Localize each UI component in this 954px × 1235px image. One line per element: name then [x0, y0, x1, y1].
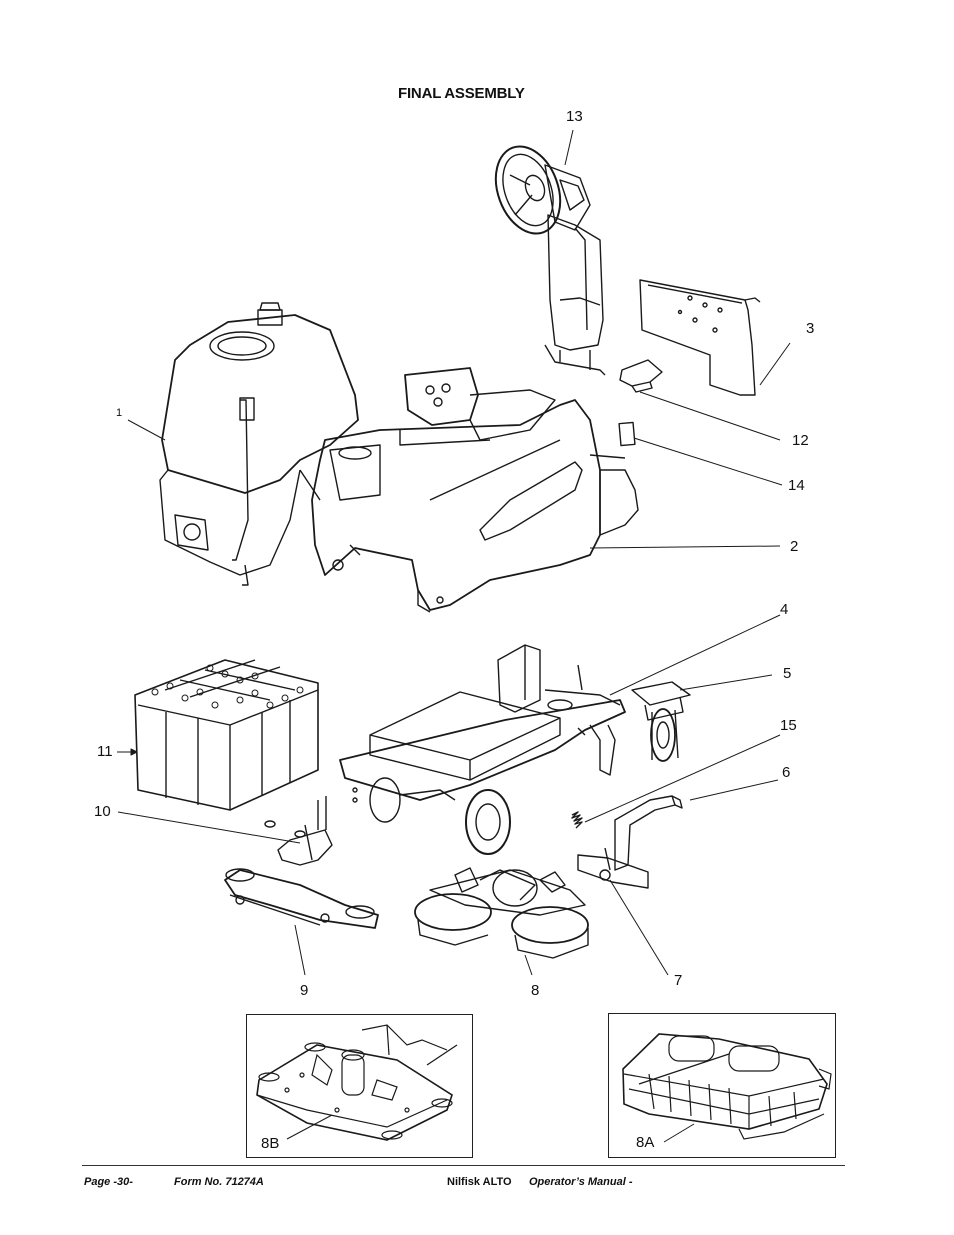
squeegee-arm-bracket	[577, 795, 683, 889]
callout-1: 1	[116, 407, 123, 419]
decal-label	[618, 421, 636, 447]
callout-8a: 8A	[636, 1134, 655, 1151]
callout-12: 12	[792, 432, 809, 449]
electrical-panel	[639, 279, 761, 396]
caster-wheel	[631, 681, 691, 762]
callout-10: 10	[94, 803, 111, 820]
main-body-chassis	[311, 367, 639, 613]
footer-page-number: Page -30-	[84, 1176, 133, 1188]
callout-9: 9	[300, 982, 309, 999]
mounting-hardware	[264, 796, 333, 866]
footer-brand: Nilfisk ALTO	[447, 1176, 512, 1188]
callout-6: 6	[782, 764, 791, 781]
callout-13: 13	[566, 108, 583, 125]
steering-column	[494, 145, 606, 376]
callout-2: 2	[790, 538, 799, 555]
footer-form-number: Form No. 71274A	[174, 1176, 264, 1188]
callout-4: 4	[780, 601, 789, 618]
inset-8b-deck-view: 8B	[246, 1014, 473, 1158]
squeegee-assembly	[224, 868, 379, 929]
inset-8a-cylindrical-deck: 8A	[608, 1013, 836, 1158]
page-title: FINAL ASSEMBLY	[398, 85, 525, 102]
callout-14: 14	[788, 477, 805, 494]
battery-pack	[134, 659, 319, 811]
callout-8: 8	[531, 982, 540, 999]
cylindrical-deck-illustration	[622, 1033, 832, 1143]
spring	[571, 811, 583, 829]
callout-11: 11	[97, 743, 113, 760]
footer-manual-title: Operator’s Manual -	[529, 1176, 633, 1188]
callout-5: 5	[783, 665, 792, 682]
pedal-assembly	[619, 359, 663, 393]
solution-tank	[159, 302, 359, 586]
callout-8b: 8B	[261, 1135, 280, 1152]
footer-divider	[82, 1165, 845, 1166]
callout-leader-lines	[117, 129, 791, 976]
callout-15: 15	[780, 717, 797, 734]
callout-3: 3	[806, 320, 815, 337]
frame-assembly	[339, 644, 626, 855]
deck-underside-illustration	[256, 1024, 458, 1141]
callout-7: 7	[674, 972, 683, 989]
scrub-deck	[414, 867, 589, 959]
